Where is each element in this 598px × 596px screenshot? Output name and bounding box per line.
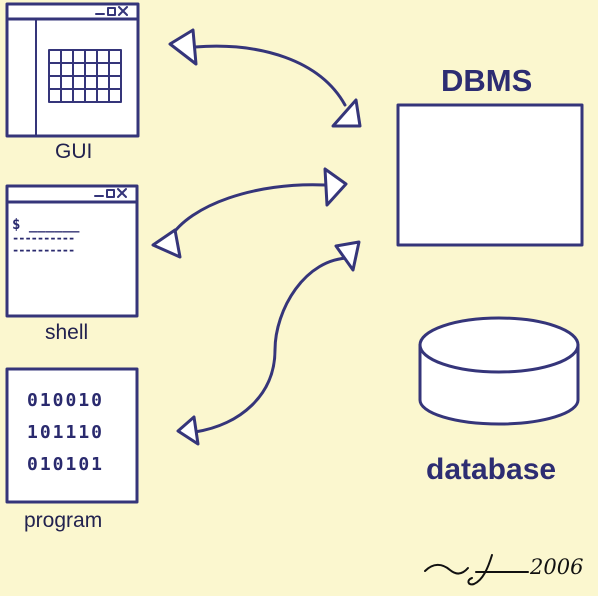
shell-label: shell xyxy=(45,321,89,344)
shell-prompt: $ ______ xyxy=(12,217,80,233)
arrowhead-gui-right-icon xyxy=(331,98,362,128)
program-box xyxy=(5,367,139,504)
arrowhead-gui-left-icon xyxy=(168,28,198,66)
shell-window xyxy=(5,184,139,318)
arrowhead-program-left-icon xyxy=(176,415,200,446)
connector-shell-dbms xyxy=(168,183,327,240)
gui-window-controls-icon xyxy=(95,6,128,16)
shell-line-1: ---------- xyxy=(12,231,75,245)
grid-icon xyxy=(48,49,122,103)
connector-gui-dbms xyxy=(193,44,347,107)
program-label: program xyxy=(24,509,103,532)
shell-line-2: ---------- xyxy=(12,243,75,257)
program-line-2: 101110 xyxy=(27,422,105,443)
database-cylinder-icon xyxy=(418,316,580,426)
signature-year: 2006 xyxy=(530,555,584,579)
arrowhead-shell-right-icon xyxy=(323,167,348,207)
shell-window-controls-icon xyxy=(94,188,127,198)
program-line-3: 010101 xyxy=(27,454,105,475)
arrowhead-shell-left-icon xyxy=(151,228,182,259)
connector-program-dbms xyxy=(193,256,352,434)
arrowhead-program-right-icon xyxy=(334,240,361,272)
signature-mark xyxy=(424,554,529,586)
gui-window xyxy=(5,2,140,138)
program-line-1: 010010 xyxy=(27,390,105,411)
gui-label: GUI xyxy=(55,140,93,163)
dbms-box xyxy=(396,103,584,247)
database-label: database xyxy=(426,453,557,486)
dbms-label: DBMS xyxy=(441,63,533,98)
